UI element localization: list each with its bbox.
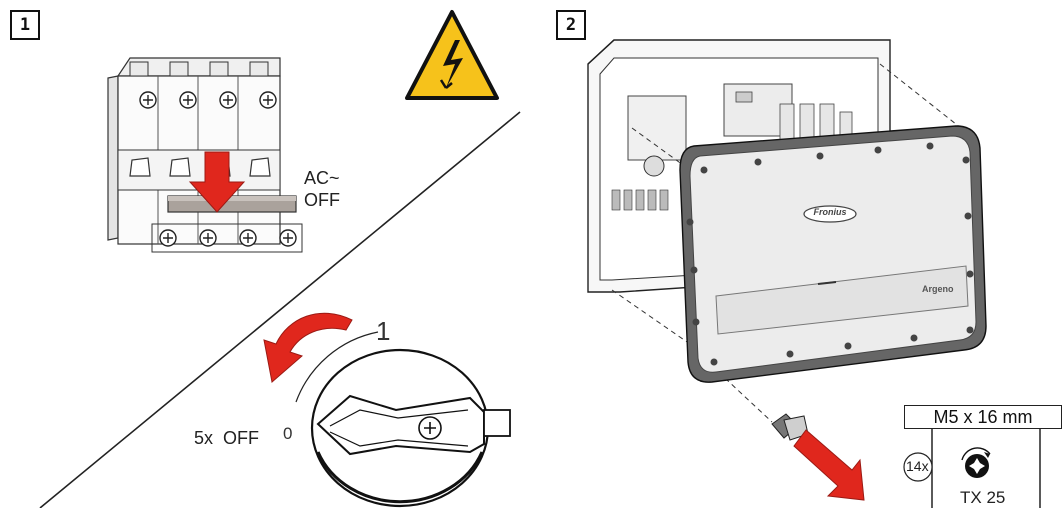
circuit-breaker (107, 57, 303, 253)
removed-screw (771, 413, 809, 441)
switch-position-on: 1 (376, 316, 391, 346)
switch-off-arrow-icon (188, 151, 246, 213)
dc-rotary-switch (263, 312, 511, 508)
brand-logo: Fronius (813, 207, 847, 217)
breaker-label-ac: AC~ (304, 168, 340, 188)
model-name: Argeno (922, 284, 954, 294)
rotate-counterclockwise-arrow-icon (263, 312, 353, 383)
screw-size-box: M5 x 16 mm (904, 405, 1062, 429)
tool-size: TX 25 (960, 488, 1006, 507)
screw-quantity: 14x (906, 458, 929, 474)
step-number-2: 2 (556, 10, 586, 40)
diagonal-divider (39, 111, 521, 508)
remove-screw-arrow-icon (793, 429, 865, 501)
step-number-1: 1 (10, 10, 40, 40)
quantity-badge (903, 452, 933, 482)
high-voltage-warning-icon (405, 10, 499, 100)
breaker-label-off: OFF (304, 190, 340, 210)
torx-bit-icon (961, 447, 991, 478)
switch-position-off: 0 (283, 424, 293, 443)
switch-off-instruction: 5x OFF (194, 428, 260, 448)
inverter-housing (587, 39, 987, 423)
